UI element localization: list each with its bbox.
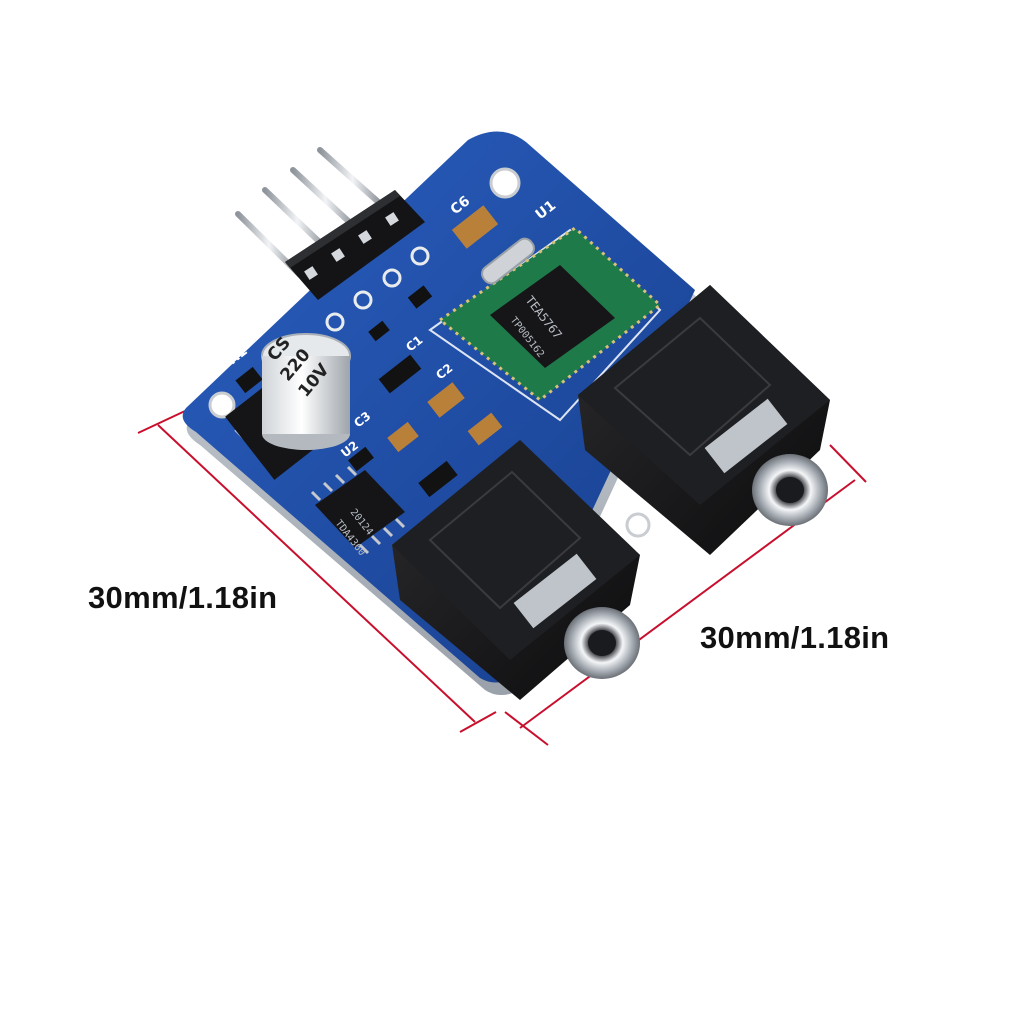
mounting-hole [489,167,521,199]
mounting-hole [208,391,236,419]
audio-jack-left [392,440,640,700]
electrolytic-capacitor: CS 220 10V [225,333,351,480]
dimension-label-left: 30mm/1.18in [88,580,278,615]
crystal-oscillator [481,237,535,285]
fm-module: TEA5767 TP005162 [437,226,663,402]
dimension-line-left [137,410,497,733]
dimension-label-right: 30mm/1.18in [700,620,890,655]
smd-components [235,205,503,498]
header-pins [235,147,430,332]
tuner-chip [490,265,615,368]
mounting-hole [625,512,651,538]
audio-jack-right [578,285,830,555]
